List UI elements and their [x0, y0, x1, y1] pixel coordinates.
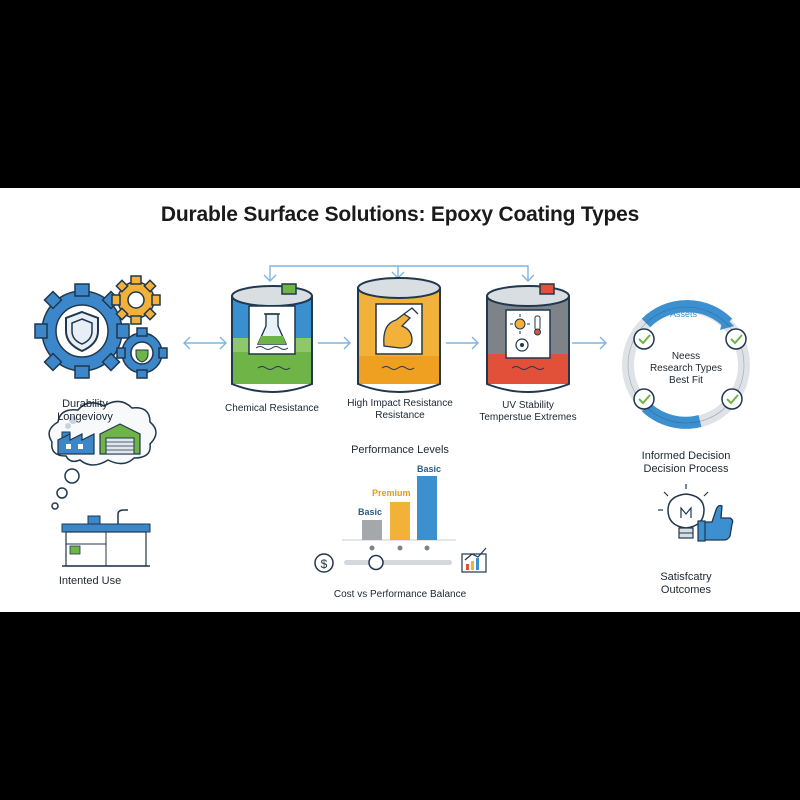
cost-performance-slider[interactable] [344, 554, 452, 571]
decision-caption-line-1: Informed Decision [641, 450, 731, 462]
performance-title: Performance Levels [351, 444, 449, 456]
infographic-panel: $ [0, 188, 800, 612]
check-icon [725, 328, 747, 350]
check-icon [633, 328, 655, 350]
bar-premium [390, 502, 410, 540]
page-title: Durable Surface Solutions: Epoxy Coating… [160, 203, 640, 226]
intended-use-label: Intented Use [58, 575, 122, 587]
garage-icon [99, 423, 141, 455]
can-2-label-line-2: Resistance [375, 410, 425, 421]
check-icon [633, 388, 655, 410]
decision-caption: Informed Decision Decision Process [626, 450, 746, 476]
can-3-label: UV Stability Temperstue Extremes [468, 400, 588, 424]
growth-chart-icon [461, 547, 487, 573]
can-chemical-resistance-icon [231, 283, 313, 393]
outcome-label: Satisfcatry Outcomes [636, 571, 736, 597]
durability-label-line-1: Durability [62, 398, 108, 410]
can-impact-resistance-icon [357, 277, 441, 393]
slider-label: Cost vs Performance Balance [333, 589, 467, 600]
can-1-label: Chemical Resistance [225, 403, 319, 414]
svg-text:$: $ [321, 557, 328, 571]
can-2-label-line-1: High Impact Resistance [347, 398, 453, 409]
lightbulb-icon [658, 484, 709, 539]
can-uv-stability-icon [486, 283, 570, 393]
decision-cycle-icon [622, 300, 750, 429]
check-icon [721, 388, 743, 410]
cycle-arrow-label: Assets [670, 309, 698, 319]
bar-basic-high [417, 476, 437, 540]
cycle-center-line-1: Neess [671, 351, 701, 362]
slider-thumb[interactable] [368, 554, 384, 571]
dollar-icon: $ [314, 553, 334, 573]
durability-label: Durability Longeviovy [40, 398, 130, 424]
gear-small-icon [116, 327, 168, 379]
gear-orange-icon [111, 275, 161, 325]
bar-label-basic-high: Basic [417, 464, 442, 474]
kitchen-counter-icon [61, 509, 151, 567]
bar-basic-low [362, 520, 382, 540]
performance-chart [342, 476, 456, 551]
bar-label-basic-low: Basic [358, 507, 383, 517]
can-2-label: High Impact Resistance Resistance [340, 398, 460, 422]
outcome-label-line-1: Satisfcatry [660, 571, 712, 583]
can-3-label-line-1: UV Stability [502, 400, 554, 411]
thumbs-up-icon [697, 504, 734, 542]
factory-icon [57, 416, 95, 455]
bar-label-premium: Premium [372, 488, 411, 498]
cycle-center-line-2: Research Types [649, 363, 723, 374]
can-3-label-line-2: Temperstue Extremes [479, 412, 577, 423]
outcome-label-line-2: Outcomes [660, 584, 712, 596]
infographic-artwork: $ [34, 265, 750, 573]
cycle-center-line-3: Best Fit [669, 375, 703, 386]
cycle-center-text: Neess Research Types Best Fit [636, 351, 736, 387]
durability-label-line-2: Longeviovy [57, 411, 113, 423]
shield-icon [65, 310, 99, 353]
decision-caption-line-2: Decision Process [643, 463, 729, 475]
